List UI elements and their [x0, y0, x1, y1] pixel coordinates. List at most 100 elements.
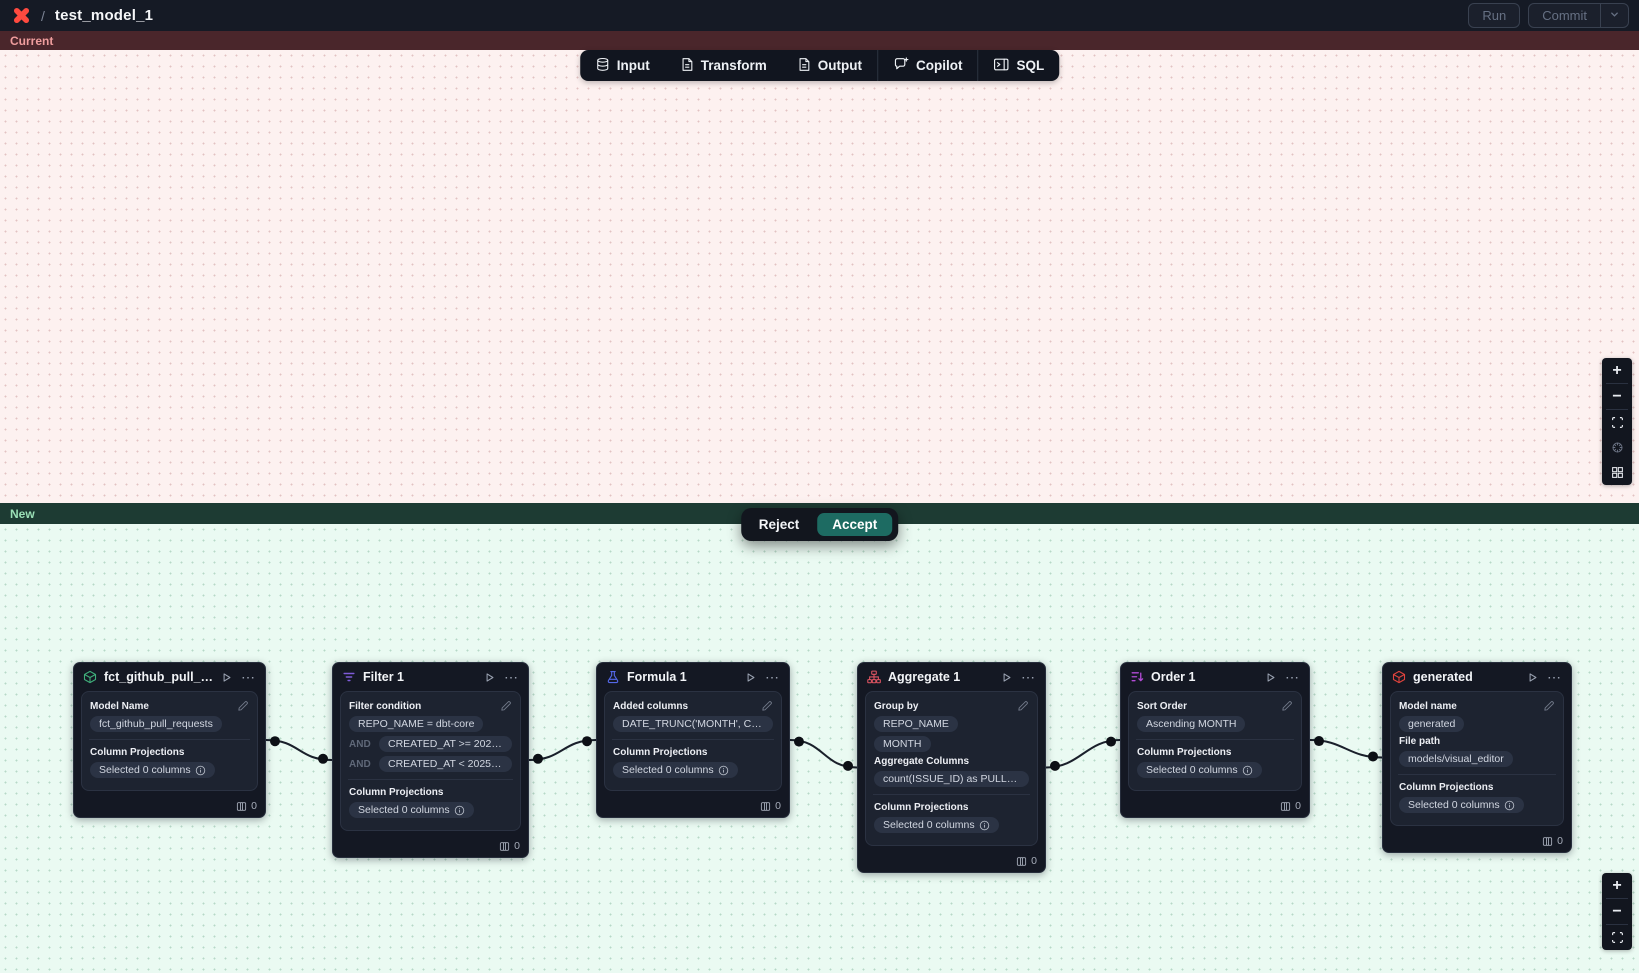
node-run-icon[interactable] — [484, 672, 495, 683]
node-title: fct_github_pull_requests — [104, 670, 214, 684]
value-pill[interactable]: Selected 0 columns — [1399, 797, 1524, 813]
value-pill[interactable]: fct_github_pull_requests — [90, 716, 222, 732]
row-count: 0 — [1295, 800, 1301, 812]
node-more-icon[interactable]: ⋯ — [765, 669, 780, 685]
value-pill[interactable]: Selected 0 columns — [874, 817, 999, 833]
node-run-icon[interactable] — [221, 672, 232, 683]
pill-row: Selected 0 columns — [1137, 762, 1293, 778]
node-run-icon[interactable] — [1527, 672, 1538, 683]
value-pill[interactable]: Selected 0 columns — [349, 802, 474, 818]
zoom-out-icon[interactable]: − — [1602, 384, 1632, 409]
run-button[interactable]: Run — [1468, 3, 1521, 28]
layout-grid-icon[interactable] — [1602, 460, 1632, 485]
edit-icon[interactable] — [500, 699, 512, 717]
info-icon[interactable] — [195, 765, 206, 776]
pill-row: REPO_NAME — [874, 716, 1029, 732]
fit-view-icon[interactable] — [1602, 925, 1632, 950]
node-title: Filter 1 — [363, 670, 404, 684]
node-more-icon[interactable]: ⋯ — [1285, 669, 1300, 685]
value-pill[interactable]: Ascending MONTH — [1137, 716, 1246, 732]
value-pill[interactable]: models/visual_editor — [1399, 751, 1513, 767]
toolbar-input-button[interactable]: Input — [580, 50, 665, 81]
columns-icon — [1280, 801, 1291, 812]
columns-icon — [1542, 836, 1553, 847]
current-canvas[interactable]: Input Transform Output Copilot — [0, 50, 1639, 503]
new-label: New — [10, 506, 35, 521]
value-pill[interactable]: REPO_NAME — [874, 716, 958, 732]
node-more-icon[interactable]: ⋯ — [1021, 669, 1036, 685]
toolbar-output-button[interactable]: Output — [782, 50, 877, 81]
info-icon[interactable] — [979, 820, 990, 831]
node-title: Order 1 — [1151, 670, 1196, 684]
node-run-icon[interactable] — [745, 672, 756, 683]
accept-button[interactable]: Accept — [817, 513, 893, 536]
node-more-icon[interactable]: ⋯ — [504, 669, 519, 685]
columns-icon — [236, 801, 247, 812]
commit-menu-button[interactable] — [1600, 4, 1628, 27]
reject-button[interactable]: Reject — [747, 513, 812, 536]
zoom-in-icon[interactable]: + — [1602, 873, 1632, 898]
toolbar-sql-label: SQL — [1016, 58, 1045, 73]
edge-connector — [1309, 739, 1383, 759]
value-pill[interactable]: CREATED_AT >= 2024-12-01 — [379, 736, 512, 752]
connection-port — [582, 736, 592, 747]
new-canvas[interactable]: + − fct_github_pull_requests⋯Model Namef… — [0, 524, 1639, 973]
interactive-icon[interactable] — [1602, 435, 1632, 460]
section-divider — [612, 739, 774, 740]
connection-port — [1368, 751, 1378, 762]
toolbar-transform-button[interactable]: Transform — [665, 50, 782, 81]
value-pill[interactable]: generated — [1399, 716, 1465, 732]
row-count: 0 — [1031, 855, 1037, 867]
edit-icon[interactable] — [1017, 699, 1029, 717]
zoom-out-icon[interactable]: − — [1602, 899, 1632, 924]
info-icon[interactable] — [1504, 800, 1515, 811]
database-icon — [595, 57, 610, 75]
edit-icon[interactable] — [761, 699, 773, 717]
value-pill[interactable]: DATE_TRUNC('MONTH', CREATED_AT… — [613, 716, 773, 732]
node-more-icon[interactable]: ⋯ — [1547, 669, 1562, 685]
info-icon[interactable] — [718, 765, 729, 776]
sitemap-icon — [867, 670, 881, 684]
info-icon[interactable] — [454, 805, 465, 816]
edit-icon[interactable] — [237, 699, 249, 717]
value-pill[interactable]: REPO_NAME = dbt-core — [349, 716, 484, 732]
value-pill[interactable]: Selected 0 columns — [613, 762, 738, 778]
dbt-logo[interactable] — [12, 6, 31, 25]
pill-row: count(ISSUE_ID) as PULL_REQUEST_… — [874, 771, 1029, 787]
edge-connector — [265, 739, 333, 761]
value-pill[interactable]: count(ISSUE_ID) as PULL_REQUEST_… — [874, 771, 1029, 787]
value-pill[interactable]: MONTH — [874, 736, 931, 752]
commit-button[interactable]: Commit — [1542, 8, 1587, 23]
fit-view-icon[interactable] — [1602, 410, 1632, 435]
node-more-icon[interactable]: ⋯ — [241, 669, 256, 685]
section-label: Column Projections — [349, 787, 444, 798]
edit-icon[interactable] — [1281, 699, 1293, 717]
edit-icon[interactable] — [1543, 699, 1555, 717]
info-icon[interactable] — [1242, 765, 1253, 776]
toolbar-copilot-label: Copilot — [916, 58, 963, 73]
section-label: Column Projections — [1399, 782, 1494, 793]
toolbar-copilot-button[interactable]: Copilot — [877, 50, 978, 81]
node-fct_github_pull_requests[interactable]: fct_github_pull_requests⋯Model Namefct_g… — [73, 662, 266, 818]
value-pill[interactable]: CREATED_AT < 2025-03-01 — [379, 756, 512, 772]
value-pill[interactable]: Selected 0 columns — [90, 762, 215, 778]
node-run-icon[interactable] — [1265, 672, 1276, 683]
pill-row: models/visual_editor — [1399, 751, 1555, 767]
zoom-in-icon[interactable]: + — [1602, 358, 1632, 383]
value-pill[interactable]: Selected 0 columns — [1137, 762, 1262, 778]
node-run-icon[interactable] — [1001, 672, 1012, 683]
toolbar-sql-button[interactable]: SQL — [977, 50, 1060, 81]
app-header: / test_model_1 Run Commit — [0, 0, 1639, 31]
columns-icon — [760, 801, 771, 812]
